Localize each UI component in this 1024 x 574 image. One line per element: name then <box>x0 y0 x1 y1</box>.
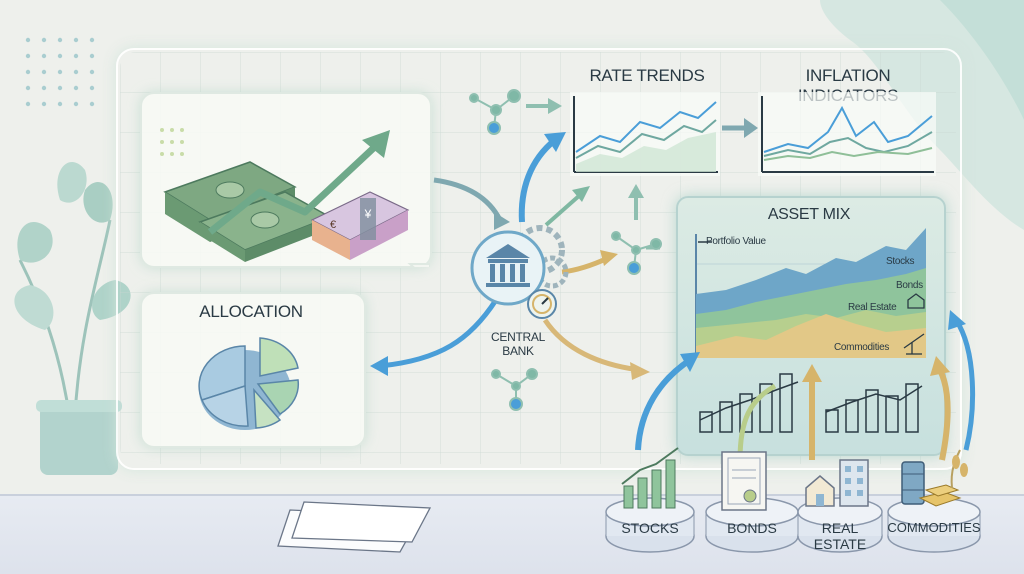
pie-chart-icon <box>198 337 300 430</box>
pedestals <box>605 447 981 553</box>
network-node-icon <box>611 231 662 275</box>
layer-commodities <box>696 314 926 358</box>
rate-trends-chart <box>570 92 720 176</box>
layer-label-real-estate: Real Estate <box>848 302 897 313</box>
arrow-commodities-up <box>937 368 951 461</box>
main-frame <box>116 48 962 470</box>
arrow-bonds-up <box>737 383 777 461</box>
inflation-line-3 <box>763 147 933 161</box>
rate-line-2 <box>575 119 717 159</box>
layer-label-stocks: Stocks <box>886 256 915 267</box>
network-node-icon <box>469 89 521 135</box>
sparkle-dots <box>160 128 184 156</box>
inflation-line-2 <box>763 131 933 157</box>
pedestal-label-bonds: BONDS <box>727 520 777 536</box>
central-bank-line2: BANK <box>502 344 534 358</box>
rate-trends-title: RATE TRENDS <box>589 66 705 85</box>
network-node-icon <box>491 368 538 411</box>
svg-text:€: € <box>330 219 336 231</box>
arrow-right-up <box>953 318 976 451</box>
central-bank-label: CENTRAL BANK <box>478 330 558 358</box>
commodities-icon <box>901 449 968 507</box>
oil-pump-icon <box>903 333 925 355</box>
pedestal-label-commodities: COMMODITIES <box>887 520 981 535</box>
asset-mix-chart <box>695 228 926 433</box>
central-bank-line1: CENTRAL <box>491 330 545 344</box>
rate-area <box>576 132 716 172</box>
pedestal-stocks <box>605 497 695 553</box>
asset-mix-legend: Portfolio Value <box>706 236 766 247</box>
plant-icon <box>14 161 131 475</box>
mini-bar-chart <box>699 373 799 433</box>
allocation-title: ALLOCATION <box>199 302 303 321</box>
background-blob-light <box>940 0 1024 120</box>
growth-arrowhead <box>362 130 390 158</box>
pedestal-label-real-estate: REAL ESTATE <box>813 520 867 552</box>
inflation-chart <box>758 92 936 176</box>
building-icon <box>805 459 869 507</box>
rate-line-1 <box>575 101 717 153</box>
pedestal-label-stocks: STOCKS <box>621 520 679 536</box>
yen-bundle-icon: ¥ € <box>310 191 410 260</box>
bar-chart-icon <box>621 447 679 509</box>
bond-certificate-icon <box>721 451 767 511</box>
asset-mix-title: ASSET MIX <box>767 206 851 223</box>
arrow-bank-to-allocation <box>379 298 499 369</box>
pedestal-arrows <box>635 310 976 461</box>
inflation-line-1 <box>763 105 933 153</box>
arrow-bank-up <box>544 193 582 227</box>
arrow-bank-to-rates <box>518 137 557 223</box>
paper-sheets-icon <box>277 501 432 553</box>
money-panel-tail <box>407 263 430 267</box>
pedestal-commodities <box>887 497 981 553</box>
layer-label-bonds: Bonds <box>896 280 923 291</box>
mini-bar-chart <box>825 383 923 433</box>
arrow-stocks-up <box>635 357 692 451</box>
growth-arrow-icon <box>207 139 383 235</box>
svg-text:¥: ¥ <box>364 207 372 221</box>
money-illustration: ¥ € <box>160 128 430 267</box>
house-icon <box>907 293 925 309</box>
arrow-bank-right <box>561 255 610 275</box>
central-bank-icon <box>470 225 569 319</box>
layer-label-commodities: Commodities <box>834 342 890 353</box>
dot-pattern <box>25 37 95 107</box>
arrow-money-to-bank <box>433 177 503 222</box>
arrow-bank-to-assetmix <box>542 318 641 373</box>
